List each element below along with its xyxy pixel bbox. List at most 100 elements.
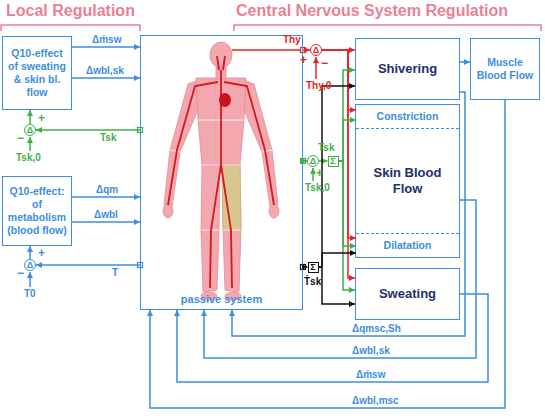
node-label: Shivering	[378, 61, 437, 77]
arm-segment	[244, 80, 278, 207]
junction-symbol: Σ	[330, 157, 335, 166]
node-label: Constriction	[377, 110, 439, 123]
segment-boundary	[262, 150, 272, 152]
signal-connector	[36, 264, 140, 266]
signal-connector	[303, 266, 308, 268]
header-bracket	[1, 25, 140, 31]
process-box: Q10-effect: of metabolism (blood flow)	[2, 176, 72, 246]
node-label: Q10-effect of sweating & skin bl. flow	[5, 47, 69, 100]
setpoint-line	[30, 57, 316, 287]
head-segment	[210, 42, 232, 68]
difference-junction: Δ	[307, 155, 319, 167]
sum-junction: Σ	[308, 262, 319, 273]
sign-symbol: +	[38, 111, 45, 125]
signal-connector	[303, 49, 310, 51]
artery	[223, 56, 225, 70]
setpoint-label: Thy,0	[306, 80, 331, 92]
signal-connector	[72, 46, 140, 48]
signal-connector	[339, 120, 357, 161]
sum-junction: Σ	[328, 156, 339, 167]
controller-box: Shivering	[355, 38, 460, 100]
signal-connector	[339, 161, 357, 246]
signal-connector	[72, 77, 140, 79]
controller-box: Muscle Blood Flow	[470, 38, 540, 100]
difference-junction: Δ	[24, 124, 36, 136]
signal-connector	[150, 100, 505, 408]
arm-segment	[164, 80, 198, 207]
signal-connector	[319, 86, 356, 267]
signal-connector	[319, 267, 356, 304]
signal-connector	[29, 110, 31, 124]
signal-connector	[339, 161, 356, 290]
signal-connector	[303, 160, 307, 162]
signal-connector	[72, 196, 140, 198]
header-bracket	[234, 25, 541, 31]
signal-label: Tsk	[318, 142, 335, 154]
signal-connector	[232, 92, 465, 336]
artery	[217, 56, 219, 70]
signal-connector	[339, 70, 356, 161]
header-bracket	[1, 25, 541, 31]
signal-label: Δwbl	[94, 209, 118, 221]
signal-label: Δṁsw	[356, 369, 385, 381]
difference-junction: Δ	[310, 44, 322, 56]
signal-label: Δwbl,msc	[352, 395, 399, 407]
segment-boundary	[201, 230, 219, 231]
sensor-line	[232, 50, 303, 51]
signal-connector	[319, 160, 328, 162]
signal-label: Δqm	[96, 184, 118, 196]
signal-connector	[460, 61, 470, 63]
artery	[210, 70, 221, 288]
leg-segment	[222, 165, 241, 292]
thigh-highlight	[222, 165, 241, 230]
port-marker	[301, 265, 306, 270]
segment-boundary	[170, 150, 180, 152]
system-box: passive system	[140, 35, 303, 310]
junction-symbol: Δ	[27, 261, 33, 270]
setpoint-line	[29, 137, 31, 151]
port-marker	[138, 48, 306, 270]
node-label: Muscle Blood Flow	[473, 56, 537, 82]
node-label: passive system	[181, 293, 262, 307]
sign-symbol: +	[38, 246, 45, 260]
human-figure	[163, 42, 279, 300]
sign-symbol: +	[300, 53, 307, 67]
mode-band: Dilatation	[356, 233, 459, 257]
signal-label: Ṫsk	[304, 276, 321, 288]
signal-connector	[29, 246, 31, 259]
junction-symbol: Δ	[27, 126, 33, 135]
segment-boundary	[223, 230, 241, 231]
setpoint-line	[315, 57, 317, 79]
node-label: Q10-effect: of metabolism (blood flow)	[5, 185, 69, 238]
signal-label: Δwbl,sk	[352, 345, 390, 357]
setpoint-line	[312, 168, 314, 181]
setpoint-label: Tsk,0	[16, 152, 41, 164]
junction-symbol: Δ	[313, 46, 319, 55]
signal-connector	[322, 49, 355, 51]
junction-symbol: Δ	[310, 157, 316, 166]
artery	[168, 82, 218, 205]
signal-connector	[177, 294, 488, 382]
port-marker	[301, 48, 306, 53]
heart	[219, 93, 231, 107]
signal-label: Δṁsw	[92, 34, 121, 46]
setpoint-line	[29, 272, 31, 287]
signal-label: T	[112, 267, 118, 279]
artery	[221, 165, 232, 288]
hand-segment	[163, 204, 173, 218]
signal-label: Thy	[283, 34, 301, 46]
sign-symbol: −	[17, 266, 24, 280]
difference-junction: Δ	[24, 259, 36, 271]
setpoint-label: Tsk,0	[305, 182, 330, 194]
section-heading: Local Regulation	[6, 2, 135, 20]
signal-connector	[72, 221, 140, 223]
signal-connector	[36, 129, 140, 131]
signal-label: Δqmsc,Sh	[352, 323, 401, 335]
hand-segment	[269, 204, 279, 218]
sensor-line	[232, 49, 303, 51]
controller-box: Skin Blood FlowConstrictionDilatation	[355, 104, 460, 258]
